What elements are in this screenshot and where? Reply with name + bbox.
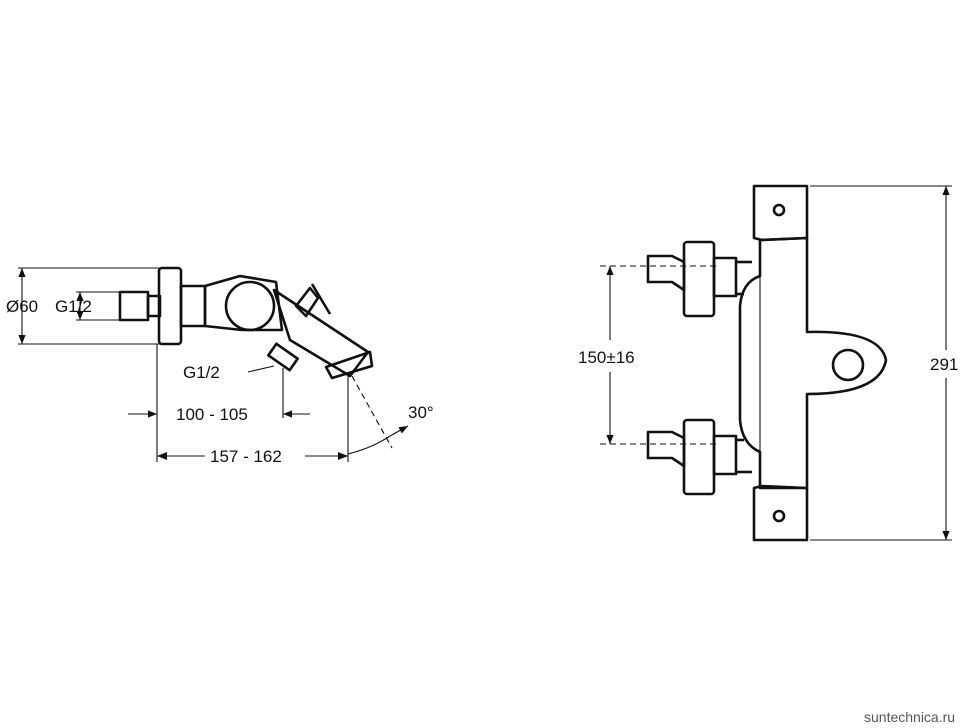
side-view: Ø60 G1/2 G1/2 100 - 105 157 - 162 30° (6, 266, 434, 466)
dim-spout-inlet: 100 - 105 (176, 405, 248, 424)
dim-spout-angle: 30° (408, 403, 434, 422)
upper-flange (682, 240, 716, 318)
lower-inlet (646, 430, 686, 468)
dim-depth-arrow-right (338, 452, 348, 460)
control-knob (831, 348, 865, 382)
spout (272, 288, 370, 378)
diverter-lever (310, 283, 332, 315)
dim-depth-arrow-left (157, 452, 167, 460)
outlet-leader (247, 365, 275, 373)
diverter-stem (294, 286, 320, 318)
bottom-cap-hole (772, 509, 786, 523)
upper-connector (712, 256, 738, 298)
dim-thread-outlet: G1/2 (183, 363, 220, 382)
dim-thread-inlet: G1/2 (55, 297, 92, 316)
top-cap (752, 184, 809, 242)
angle-arrow (389, 425, 409, 437)
dim-inlet-spacing: 150±16 (578, 348, 635, 367)
shower-outlet (267, 342, 299, 372)
dim-total-height: 291 (930, 355, 958, 374)
eccentric-connector (179, 284, 207, 328)
inlet-pipe (118, 290, 150, 322)
dim-total-depth: 157 - 162 (210, 447, 282, 466)
thermostat-body (738, 236, 888, 490)
wall-flange (157, 266, 183, 346)
mixer-body (203, 274, 284, 332)
lower-flange (682, 418, 716, 496)
watermark: suntechnica.ru (864, 709, 955, 725)
lower-connector (712, 434, 738, 476)
body-knob (224, 280, 276, 332)
dim-diameter: Ø60 (6, 297, 38, 316)
spout-axis (351, 375, 393, 449)
bottom-cap (752, 484, 809, 542)
upper-inlet (646, 254, 686, 292)
angle-arc (347, 435, 391, 455)
front-view: 150±16 291 (578, 184, 958, 542)
spout-outlet (324, 350, 374, 380)
top-cap-hole (772, 203, 786, 217)
